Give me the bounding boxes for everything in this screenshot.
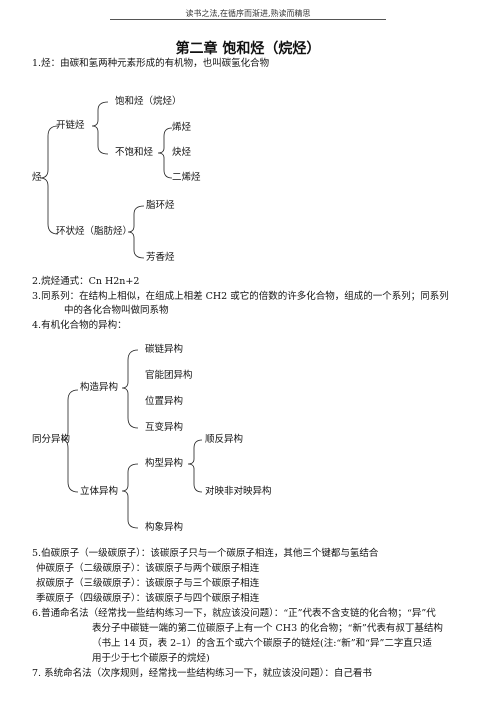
tree1-alkyne: 炔烃 [172, 147, 192, 158]
tree2-functional: 官能团异构 [145, 370, 193, 381]
definition-hydrocarbon: 1.烃：由碳和氢两种元素形成的有机物，也叫碳氢化合物 [32, 58, 270, 69]
tree1-diene: 二烯烃 [172, 172, 201, 183]
tree2-carbon-chain: 碳链异构 [145, 344, 184, 355]
tree2-tautomer: 互变异构 [145, 422, 184, 433]
common-nomenclature-line1: 6.普通命名法（经常找一些结构练习一下，就应该没问题）：“正”代表不含支链的化合… [32, 608, 436, 619]
isomerism-heading: 4.有机化合物的异构： [32, 320, 127, 331]
common-nomenclature-line2: 表分子中碳链一端的第二位碳原子上有一个 CH3 的化合物；“新”代表有叔丁基结构 [92, 623, 443, 634]
common-nomenclature-line4: 用于少于七个碳原子的烷烃) [92, 653, 210, 664]
tree2-constitutional: 构造异构 [80, 382, 119, 393]
header-rule [110, 19, 386, 20]
systematic-nomenclature: 7. 系统命名法（次序规则，经常找一些结构练习一下，就应该没问题）：自己看书 [32, 668, 372, 679]
tree2-positional: 位置异构 [145, 396, 184, 407]
tree2-stereo: 立体异构 [80, 486, 119, 497]
tree2-cis-trans: 顺反异构 [205, 434, 244, 445]
primary-carbon-def: 5.伯碳原子（一级碳原子）：该碳原子只与一个碳原子相连，其他三个键都与氢结合 [32, 548, 379, 559]
tree1-alkene: 烯烃 [172, 122, 192, 133]
tree1-unsaturated: 不饱和烃 [115, 147, 154, 158]
tree2-conformation: 构象异构 [145, 522, 184, 533]
common-nomenclature-line3: （书上 14 页，表 2–1）的含五个或六个碳原子的链烃(注:“新”和“异”二字… [92, 638, 432, 649]
alkane-general-formula: 2.烷烃通式：Cn H2n+2 [32, 276, 140, 287]
homologous-series-line2: 中的各化合物叫做同系物 [64, 305, 169, 316]
tree1-aromatic: 芳香烃 [146, 252, 175, 263]
quaternary-carbon-def: 季碳原子（四级碳原子）：该碳原子与四个碳原子相连 [36, 593, 260, 604]
chapter-title: 第二章 饱和烃（烷烃） [175, 41, 321, 57]
tree2-enantiomer: 对映非对映异构 [205, 486, 272, 497]
tree2-root: 同分异构 [32, 434, 71, 445]
tree1-saturated: 饱和烃（烷烃） [115, 96, 182, 107]
tree1-open-chain: 开链烃 [56, 120, 85, 131]
secondary-carbon-def: 仲碳原子（二级碳原子）：该碳原子与两个碳原子相连 [36, 563, 260, 574]
page-header-motto: 读书之法,在循序而渐进,熟读而精思 [185, 9, 311, 18]
tree1-root: 烃 [32, 172, 42, 183]
tree1-cyclic: 环状烃（脂肪烃） [56, 226, 133, 237]
homologous-series-line1: 3.同系列：在结构上相似，在组成上相差 CH2 或它的倍数的许多化合物，组成的一… [32, 291, 449, 302]
tertiary-carbon-def: 叔碳原子（三级碳原子）：该碳原子与三个碳原子相连 [36, 578, 260, 589]
tree1-alicyclic: 脂环烃 [146, 200, 175, 211]
tree2-configuration: 构型异构 [145, 458, 184, 469]
